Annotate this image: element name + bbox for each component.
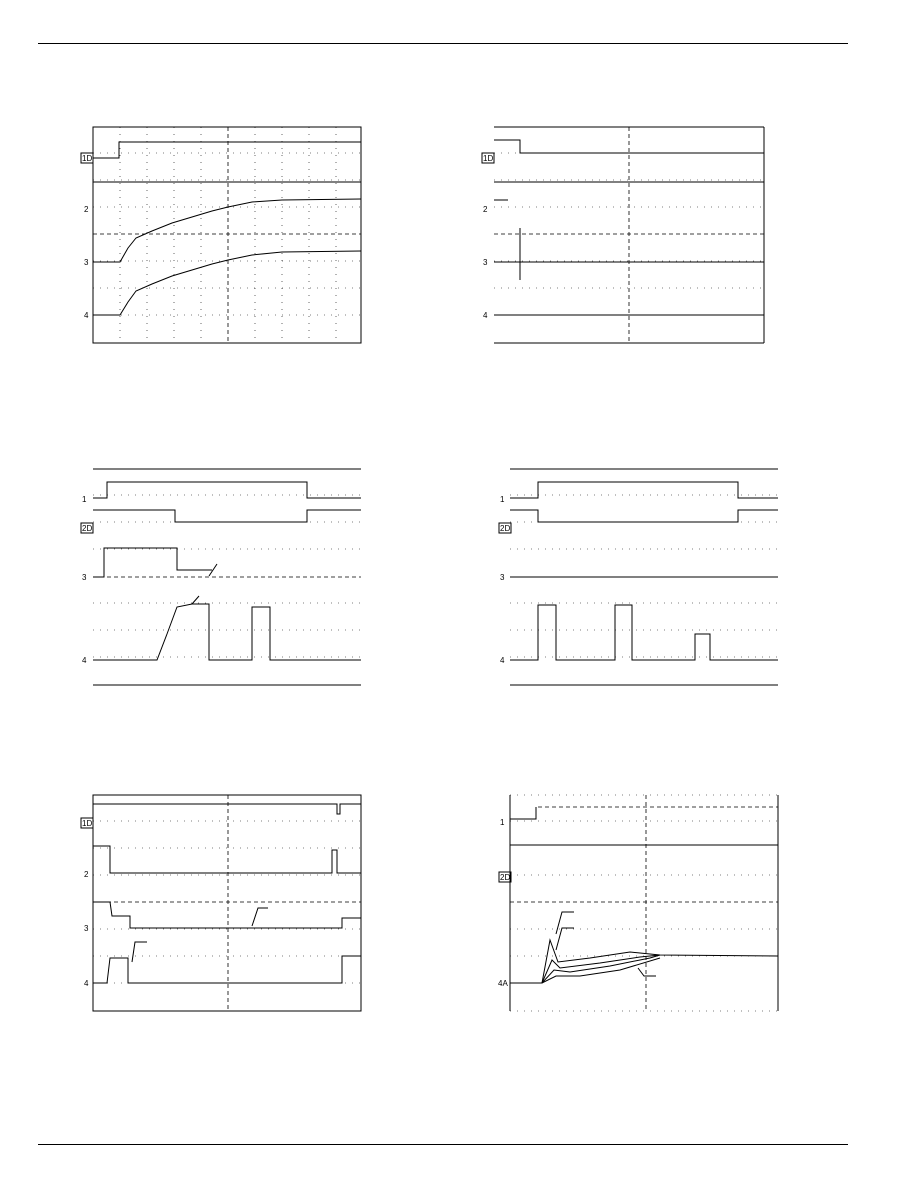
channel-label-1: 1 (500, 818, 505, 827)
oscilloscope-capture-f: 1 2D 4A (490, 790, 790, 1020)
channel-label-2: 2 (84, 870, 89, 879)
channel-label-1: 1 (500, 495, 505, 504)
channel-label-4: 4 (84, 979, 89, 988)
oscilloscope-capture-a: 1D 2 3 4 (72, 122, 372, 352)
channel-label-3: 3 (84, 258, 89, 267)
channel-label-4: 4 (82, 656, 87, 665)
channel-label-3: 3 (500, 573, 505, 582)
channel-label-4: 4 (500, 656, 505, 665)
channel-label-2: 2 (84, 205, 89, 214)
channel-text: 1D (483, 154, 493, 163)
channel-label-2: 2D (80, 522, 94, 534)
channel-label-2: 2D (498, 522, 512, 534)
channel-label-1: 1D (481, 152, 495, 164)
oscilloscope-capture-e: 1D 2 3 4 (72, 790, 372, 1020)
oscilloscope-capture-b: 1D 2 3 4 (478, 122, 778, 352)
channel-label-2: 2D (498, 871, 512, 883)
channel-text: 2D (500, 524, 510, 533)
channel-text: 1D (82, 154, 92, 163)
channel-text: 2D (82, 524, 92, 533)
channel-label-1: 1D (80, 152, 94, 164)
channel-label-3: 3 (84, 924, 89, 933)
channel-label-1: 1 (82, 495, 87, 504)
footer-rule (38, 1144, 848, 1145)
channel-label-4a: 4A (498, 979, 508, 988)
header-rule (38, 43, 848, 44)
channel-label-2: 2 (483, 205, 488, 214)
channel-label-1: 1D (80, 817, 94, 829)
channel-label-3: 3 (82, 573, 87, 582)
oscilloscope-capture-d: 1 2D 3 4 (490, 464, 790, 694)
oscilloscope-capture-c: 1 2D 3 4 (72, 464, 372, 694)
channel-text: 2D (500, 873, 510, 882)
channel-text: 1D (82, 819, 92, 828)
channel-label-4: 4 (84, 311, 89, 320)
channel-label-4: 4 (483, 311, 488, 320)
channel-label-3: 3 (483, 258, 488, 267)
